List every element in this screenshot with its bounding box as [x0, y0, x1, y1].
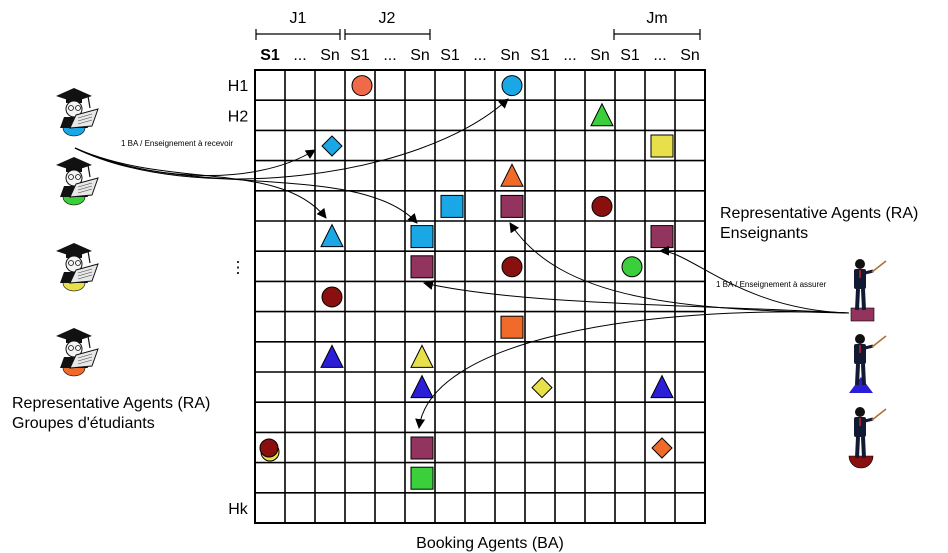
students-title-line2: Groupes d'étudiants	[12, 415, 155, 432]
day-label-j2: J2	[379, 10, 396, 27]
grid-footer: Booking Agents (BA)	[416, 535, 564, 552]
marker-circle	[502, 257, 522, 277]
student-agents	[56, 88, 98, 376]
column-label: S1	[530, 47, 550, 64]
row-label: Hk	[228, 501, 249, 518]
column-label: ...	[473, 47, 486, 64]
column-label: Sn	[500, 47, 520, 64]
marker-circle	[622, 257, 642, 277]
marker-square	[411, 467, 433, 489]
column-label: S1	[440, 47, 460, 64]
marker-square	[411, 226, 433, 248]
marker-square	[501, 316, 523, 338]
marker-square	[411, 437, 433, 459]
column-label: Sn	[410, 47, 430, 64]
teacher-agent-icon	[851, 259, 886, 321]
day-label-j1: J1	[290, 10, 307, 27]
teachers-title-line1: Representative Agents (RA)	[720, 205, 918, 222]
column-headers: S1... Sn S1... Sn S1... Sn S1... Sn S1... Sn	[260, 47, 700, 64]
column-label: Sn	[590, 47, 610, 64]
column-label: Sn	[320, 47, 340, 64]
teacher-agent-icon	[849, 407, 886, 468]
teacher-agent-icon	[849, 334, 886, 393]
marker-square	[651, 135, 673, 157]
marker-circle	[260, 439, 278, 457]
marker-square	[651, 226, 673, 248]
column-label: S1	[620, 47, 640, 64]
bracket-j2	[345, 29, 430, 40]
column-label: S1	[260, 47, 280, 64]
marker-square	[441, 195, 463, 217]
row-label: H1	[228, 78, 249, 95]
student-agent-icon	[56, 243, 98, 291]
marker-circle	[352, 76, 372, 96]
marker-circle	[502, 76, 522, 96]
student-request-label: 1 BA / Enseignement à recevoir	[121, 139, 233, 148]
column-label: ...	[383, 47, 396, 64]
column-label: ...	[653, 47, 666, 64]
column-label: ...	[563, 47, 576, 64]
bracket-jm	[614, 29, 700, 40]
row-label: ⋮	[230, 259, 246, 276]
marker-square	[501, 195, 523, 217]
column-label: ...	[293, 47, 306, 64]
teacher-request-label: 1 BA / Enseignement à assurer	[716, 280, 827, 289]
day-label-jm: Jm	[646, 10, 667, 27]
student-agent-icon	[56, 328, 98, 376]
teacher-agents	[849, 259, 886, 468]
students-title-line1: Representative Agents (RA)	[12, 395, 210, 412]
marker-circle	[322, 287, 342, 307]
marker-circle	[592, 196, 612, 216]
day-brackets	[256, 29, 700, 40]
student-agent-icon	[56, 157, 98, 205]
bracket-j1	[256, 29, 340, 40]
column-label: S1	[350, 47, 370, 64]
row-label: H2	[228, 108, 249, 125]
teachers-title-line2: Enseignants	[720, 225, 808, 242]
marker-square	[411, 256, 433, 278]
column-label: Sn	[680, 47, 700, 64]
student-agent-icon	[56, 88, 98, 136]
